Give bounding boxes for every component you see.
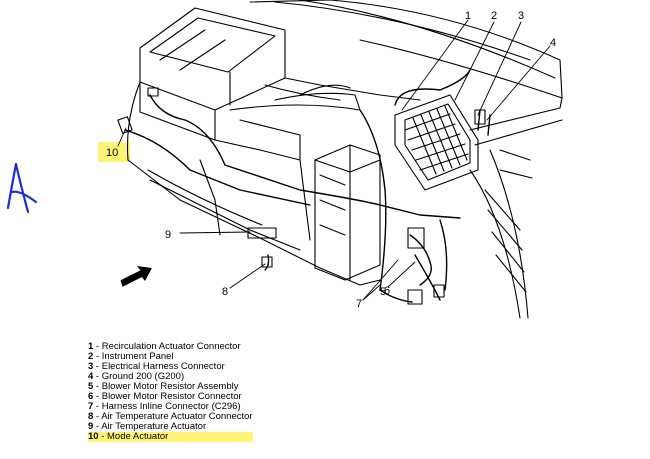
leader-5 <box>362 259 399 301</box>
callout-9: 9 <box>165 229 171 241</box>
legend-item: 8 - Air Temperature Actuator Connector <box>88 412 253 422</box>
leader-lines <box>117 19 551 301</box>
leader-2 <box>454 21 495 101</box>
leader-1 <box>401 19 469 111</box>
legend-item: 7 - Harness Inline Connector (C296) <box>88 402 253 412</box>
legend-item: 1 - Recirculation Actuator Connector <box>88 341 253 352</box>
hvac-module-drawing: 1 2 3 4 5 6 7 8 9 10 <box>98 0 563 319</box>
legend-text: - Air Temperature Actuator <box>93 421 207 433</box>
legend-number: 3 <box>88 361 94 373</box>
legend-item: 5 - Blower Motor Resistor Assembly <box>88 382 253 392</box>
legend-number: 4 <box>88 371 94 383</box>
legend-list: 1 - Recirculation Actuator Connector 2 -… <box>88 341 253 443</box>
callout-numbers: 1 2 3 4 5 6 7 8 9 10 <box>106 10 556 310</box>
callout-6: 6 <box>384 285 390 297</box>
legend-number: 10 <box>88 431 99 443</box>
legend-number: 9 <box>88 421 94 433</box>
instrument-panel <box>249 0 563 319</box>
legend-item: 9 - Air Temperature Actuator <box>88 422 253 432</box>
legend-text: - Mode Actuator <box>98 431 169 443</box>
legend-number: 5 <box>88 381 94 393</box>
leader-3 <box>477 21 522 116</box>
leader-9 <box>179 231 251 234</box>
leader-4 <box>486 45 551 121</box>
callout-3: 3 <box>518 10 524 22</box>
callout-10-highlight <box>98 142 130 162</box>
legend-text: - Recirculation Actuator Connector <box>93 341 241 352</box>
legend-text: - Harness Inline Connector (C296) <box>93 401 241 413</box>
connectors <box>117 87 486 305</box>
handwritten-annotation-mark <box>6 162 38 214</box>
legend-item-highlighted: 10 - Mode Actuator <box>88 431 253 443</box>
callout-10: 10 <box>106 147 118 159</box>
leader-7 <box>362 284 381 301</box>
legend-number: 2 <box>88 351 94 363</box>
legend-text: - Instrument Panel <box>93 351 174 363</box>
legend-number: 1 <box>88 341 94 352</box>
callout-4: 4 <box>550 37 556 49</box>
callout-8: 8 <box>222 286 228 298</box>
blower-housing-block <box>314 144 381 281</box>
legend-text: - Blower Motor Resistor Connector <box>93 391 242 403</box>
callout-5: 5 <box>380 286 386 298</box>
leader-6 <box>387 261 416 288</box>
legend-text: - Ground 200 (G200) <box>93 371 185 383</box>
callout-7: 7 <box>356 298 362 310</box>
callout-1: 1 <box>465 10 471 22</box>
legend-number: 7 <box>88 401 94 413</box>
wiring-harness <box>124 69 491 303</box>
legend-number: 6 <box>88 391 94 403</box>
legend-item: 4 - Ground 200 (G200) <box>88 372 253 382</box>
blower-motor-resistor-assembly <box>394 94 479 191</box>
orientation-arrow <box>119 266 152 288</box>
leader-10 <box>117 127 127 147</box>
legend-item: 2 - Instrument Panel <box>88 352 253 362</box>
leader-8 <box>229 263 266 289</box>
legend-text: - Air Temperature Actuator Connector <box>93 411 253 423</box>
legend-text: - Blower Motor Resistor Assembly <box>93 381 239 393</box>
legend-text: - Electrical Harness Connector <box>93 361 225 373</box>
hvac-housing <box>127 7 421 286</box>
legend-item: 6 - Blower Motor Resistor Connector <box>88 392 253 402</box>
callout-2: 2 <box>491 10 497 22</box>
legend-number: 8 <box>88 411 94 423</box>
legend-item: 3 - Electrical Harness Connector <box>88 362 253 372</box>
